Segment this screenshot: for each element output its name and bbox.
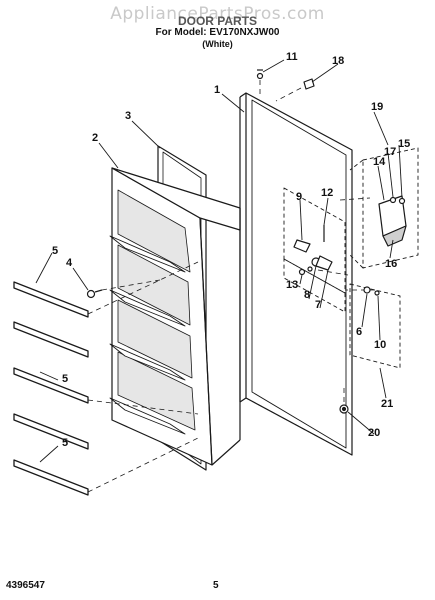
callout-5-top: 5 bbox=[52, 245, 59, 257]
callout-11: 11 bbox=[286, 51, 298, 63]
callout-12: 12 bbox=[321, 187, 334, 199]
callout-20: 20 bbox=[368, 427, 381, 439]
watermark: AppliancePartsPros.com bbox=[110, 4, 325, 24]
callout-6: 6 bbox=[356, 326, 363, 338]
lower-hinge-parts bbox=[363, 286, 380, 296]
page-title: DOOR PARTS bbox=[177, 14, 258, 28]
color-line: (White) bbox=[202, 39, 233, 49]
page-number: 5 bbox=[213, 580, 219, 591]
callout-10: 10 bbox=[374, 339, 387, 351]
callout-15: 15 bbox=[398, 138, 411, 150]
screw-11 bbox=[256, 69, 264, 80]
inner-door-liner bbox=[109, 167, 241, 466]
cap-18 bbox=[303, 78, 315, 90]
callout-1: 1 bbox=[214, 84, 221, 96]
callout-16: 16 bbox=[385, 258, 398, 270]
callout-19: 19 bbox=[371, 101, 384, 113]
callout-5-bottom: 5 bbox=[62, 437, 69, 449]
callout-14: 14 bbox=[373, 156, 386, 168]
callout-4: 4 bbox=[66, 257, 73, 269]
hinge-parts bbox=[293, 225, 333, 276]
callout-7: 7 bbox=[315, 299, 322, 311]
doc-number: 4396547 bbox=[6, 580, 45, 591]
callout-13: 13 bbox=[286, 279, 299, 291]
door-shelf-bars bbox=[13, 281, 89, 496]
callout-21: 21 bbox=[381, 398, 394, 410]
outer-door-panel bbox=[239, 92, 353, 456]
bushing-20 bbox=[339, 404, 349, 414]
model-line: For Model: EV170NXJW00 bbox=[155, 27, 280, 38]
handle-parts bbox=[378, 195, 407, 247]
lower-hinge-box bbox=[349, 283, 401, 369]
callout-8: 8 bbox=[304, 289, 311, 301]
callout-3: 3 bbox=[125, 110, 132, 122]
callout-18: 18 bbox=[332, 55, 345, 67]
callout-17: 17 bbox=[384, 146, 397, 158]
callout-5-middle: 5 bbox=[62, 373, 69, 385]
callout-9: 9 bbox=[296, 191, 303, 203]
hinge-group-box bbox=[283, 187, 346, 313]
shelf-screw bbox=[86, 289, 103, 299]
callout-2: 2 bbox=[92, 132, 99, 144]
